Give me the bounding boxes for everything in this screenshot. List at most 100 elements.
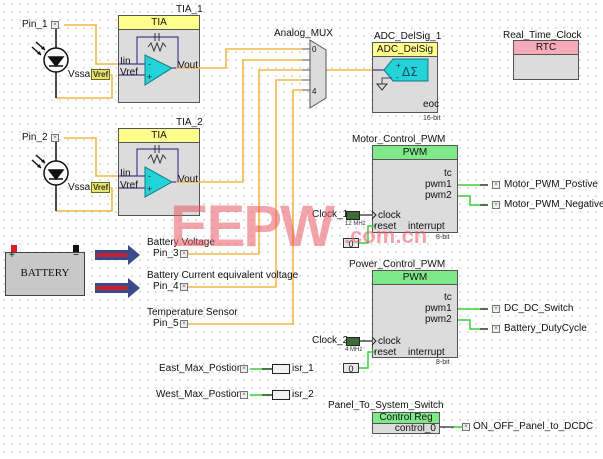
svg-text:ΔΣ: ΔΣ bbox=[402, 65, 418, 79]
opamp-tia1-icon bbox=[144, 54, 174, 86]
motor-pwm-out2-port-icon[interactable]: × bbox=[492, 201, 500, 209]
motor-pwm-instance-name: Motor_Control_PWM bbox=[352, 134, 446, 145]
motor-pwm-out1-label[interactable]: Motor_PWM_Postive bbox=[504, 179, 598, 190]
clock1-icon[interactable] bbox=[346, 211, 360, 220]
arrow-battery-voltage-icon bbox=[95, 245, 140, 265]
arrow-battery-current-icon bbox=[95, 278, 140, 298]
analog-mux-shape bbox=[309, 39, 327, 109]
motor-pwm-port-interrupt: interrupt bbox=[408, 221, 445, 232]
motor-pwm-port-pwm2: pwm2 bbox=[425, 190, 452, 201]
svg-text:+: + bbox=[396, 61, 401, 70]
pin1-label[interactable]: Pin_1 bbox=[22, 19, 48, 30]
power-pwm-port-pwm2: pwm2 bbox=[425, 314, 452, 325]
control-reg-output-port-icon[interactable]: × bbox=[462, 423, 470, 431]
power-pwm-out2-port-icon[interactable]: × bbox=[492, 325, 500, 333]
tia2-port-vref: Vref bbox=[120, 180, 138, 191]
east-max-port-icon[interactable]: × bbox=[240, 365, 248, 373]
vref2-tag[interactable]: Vref bbox=[91, 182, 111, 193]
pin3-port-icon[interactable]: × bbox=[180, 250, 188, 258]
battery-negative-terminal bbox=[73, 245, 79, 252]
motor-reset-const[interactable]: 0 bbox=[343, 238, 359, 249]
svg-text:-: - bbox=[148, 171, 151, 181]
battery-voltage-annotation: Battery Voltage bbox=[147, 237, 215, 248]
tia1-port-vref: Vref bbox=[120, 67, 138, 78]
battery-minus: − bbox=[73, 250, 79, 261]
control-reg-type: Control Reg bbox=[373, 413, 439, 424]
tia1-port-iin: Iin bbox=[120, 56, 131, 67]
power-pwm-resolution: 8-bit bbox=[436, 359, 450, 366]
tia2-port-vout: Vout bbox=[178, 174, 199, 185]
tia2-instance-name: TIA_2 bbox=[176, 117, 203, 128]
tia2-port-iin: Iin bbox=[120, 168, 131, 179]
battery-label: BATTERY bbox=[20, 267, 70, 279]
svg-text:+: + bbox=[147, 72, 152, 82]
east-max-pin-label[interactable]: East_Max_Postion bbox=[159, 363, 243, 374]
wire-tia1-mux0 bbox=[176, 48, 302, 69]
pin5-label[interactable]: Pin_5 bbox=[153, 318, 179, 329]
rtc-component[interactable]: RTC bbox=[513, 40, 579, 80]
isr1-label: isr_1 bbox=[292, 363, 314, 374]
motor-pwm-out2-label[interactable]: Motor_PWM_Negative bbox=[504, 199, 603, 210]
pin5-port-icon[interactable]: × bbox=[180, 320, 188, 328]
temperature-annotation: Temperature Sensor bbox=[147, 307, 238, 318]
clock2-frequency: 4 MHz bbox=[345, 347, 363, 353]
clock1-label: Clock_1 bbox=[312, 209, 349, 220]
vssa2-label: Vssa bbox=[68, 182, 91, 193]
wire-pin5-mux4 bbox=[186, 89, 302, 325]
isr1-icon[interactable] bbox=[272, 364, 290, 374]
svg-text:+: + bbox=[147, 184, 152, 194]
adc-instance-name: ADC_DelSig_1 bbox=[374, 31, 442, 42]
mux-instance-name: Analog_MUX bbox=[274, 28, 333, 39]
power-pwm-out1-port-icon[interactable]: × bbox=[492, 305, 500, 313]
tia1-instance-name: TIA_1 bbox=[176, 4, 203, 15]
wire-pin1-iin bbox=[64, 24, 118, 65]
battery-positive-terminal bbox=[11, 245, 17, 252]
wire-tia2-mux1 bbox=[176, 59, 302, 183]
power-pwm-instance-name: Power_Control_PWM bbox=[349, 259, 446, 270]
svg-text:-: - bbox=[396, 73, 399, 82]
motor-pwm-out1-port-icon[interactable]: × bbox=[492, 181, 500, 189]
pin1-port-icon[interactable]: × bbox=[51, 21, 59, 29]
west-max-port-icon[interactable]: × bbox=[240, 391, 248, 399]
wire-pin3-mux2 bbox=[186, 69, 302, 255]
motor-pwm-port-pwm1: pwm1 bbox=[425, 179, 452, 190]
pin3-label[interactable]: Pin_3 bbox=[153, 248, 179, 259]
power-pwm-port-clock: clock bbox=[378, 336, 401, 347]
pin2-label[interactable]: Pin_2 bbox=[22, 132, 48, 143]
clock2-icon[interactable] bbox=[346, 337, 360, 346]
pin4-label[interactable]: Pin_4 bbox=[153, 281, 179, 292]
control-reg-component[interactable]: Control Reg control_0 bbox=[372, 412, 440, 434]
west-max-pin-label[interactable]: West_Max_Postion bbox=[156, 389, 242, 400]
pin4-port-icon[interactable]: × bbox=[180, 283, 188, 291]
power-pwm-out1-label[interactable]: DC_DC_Switch bbox=[504, 303, 574, 314]
motor-pwm-port-reset: reset bbox=[374, 221, 397, 232]
svg-text:-: - bbox=[148, 59, 151, 69]
watermark-main: EEPW bbox=[170, 194, 335, 259]
motor-pwm-resolution: 8-bit bbox=[436, 234, 450, 241]
mux-index-first: 0 bbox=[312, 45, 317, 54]
motor-pwm-port-clock: clock bbox=[378, 210, 401, 221]
delta-sigma-icon bbox=[383, 58, 429, 82]
rtc-type: RTC bbox=[514, 41, 578, 55]
rtc-instance-name: Real_Time_Clock bbox=[503, 30, 582, 41]
mux-index-last: 4 bbox=[312, 87, 317, 96]
control-reg-port: control_0 bbox=[394, 423, 436, 434]
adc-port-eoc: eoc bbox=[423, 99, 440, 110]
opamp-tia2-icon bbox=[144, 166, 174, 198]
power-pwm-port-pwm1: pwm1 bbox=[425, 303, 452, 314]
battery-plus: + bbox=[9, 250, 15, 261]
control-reg-output-label[interactable]: ON_OFF_Panel_to_DCDC bbox=[473, 421, 594, 432]
power-reset-const[interactable]: 0 bbox=[343, 363, 359, 374]
power-pwm-port-tc: tc bbox=[444, 292, 452, 303]
power-pwm-out2-label[interactable]: Battery_DutyCycle bbox=[504, 323, 587, 334]
ground-icon bbox=[375, 83, 389, 91]
isr2-icon[interactable] bbox=[272, 390, 290, 400]
vref1-tag[interactable]: Vref bbox=[91, 69, 111, 80]
motor-pwm-port-tc: tc bbox=[444, 168, 452, 179]
pin2-port-icon[interactable]: × bbox=[51, 134, 59, 142]
control-reg-instance-name: Panel_To_System_Switch bbox=[328, 400, 444, 411]
power-pwm-port-reset: reset bbox=[374, 347, 397, 358]
tia1-port-vout: Vout bbox=[178, 60, 199, 71]
wire-pin4-mux3 bbox=[186, 79, 302, 288]
